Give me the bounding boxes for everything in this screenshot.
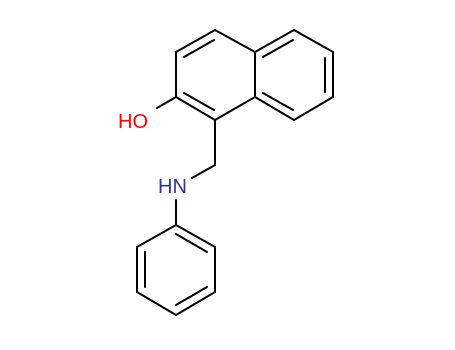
bond: [175, 291, 216, 316]
naphthalene-right-ring: [254, 29, 334, 121]
bond: [254, 29, 295, 53]
double-bond-inner: [175, 286, 208, 306]
double-bond-inner: [183, 39, 215, 58]
naphthalene-left-ring: [175, 29, 256, 121]
bond: [214, 96, 256, 121]
bond: [175, 224, 216, 248]
bond: [254, 96, 295, 121]
bond: [293, 29, 334, 53]
c-o-bond: [156, 96, 177, 109]
double-bond-inner: [175, 233, 208, 253]
hydroxyl-group: HO: [118, 96, 177, 133]
phenyl-ring: [136, 224, 216, 316]
double-bond-inner: [262, 39, 294, 58]
double-bond-inner: [262, 92, 294, 111]
double-bond-inner: [183, 92, 215, 111]
methylene-linker: [191, 119, 216, 179]
bond: [175, 96, 216, 121]
ch2-n-bond: [191, 164, 216, 179]
bond: [136, 224, 177, 248]
bond: [136, 291, 177, 316]
amine-label: HN: [158, 176, 187, 198]
amine-group: HN: [158, 176, 187, 226]
bond: [293, 96, 334, 121]
hydroxyl-label: HO: [118, 111, 148, 133]
bond: [175, 29, 216, 53]
bond: [214, 29, 256, 53]
